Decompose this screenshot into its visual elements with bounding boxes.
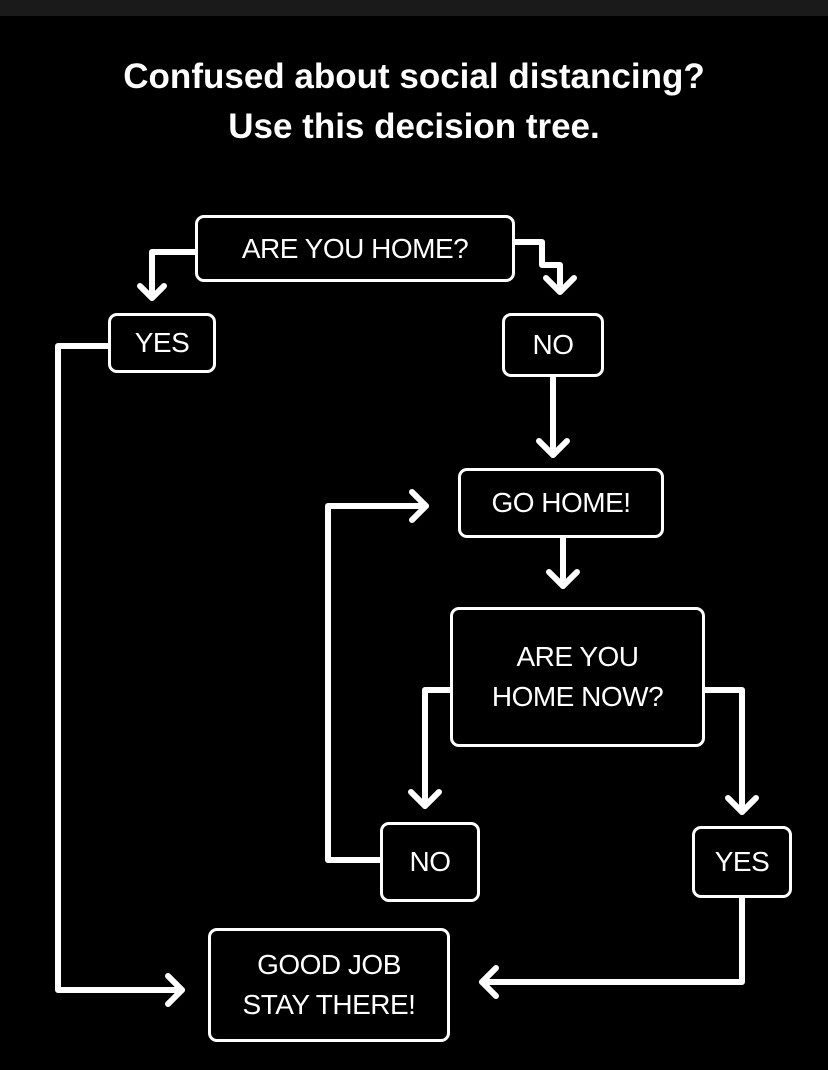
- answer-yes-2-label: YES: [714, 846, 770, 877]
- action-go-home: GO HOME!: [458, 468, 664, 538]
- answer-no-1-label: NO: [532, 329, 575, 360]
- decision-are-you-home-label: ARE YOU HOME?: [241, 232, 469, 264]
- top-strip: [0, 0, 828, 16]
- answer-yes-1: YES: [108, 313, 216, 373]
- action-go-home-label: GO HOME!: [491, 487, 631, 518]
- title-line-2: Use this decision tree.: [228, 107, 600, 146]
- decision-are-you-home-now-line2: HOME NOW?: [491, 681, 664, 712]
- answer-yes-2: YES: [692, 826, 792, 898]
- arrowhead-yes-2: [725, 795, 759, 815]
- arrowhead-homenow: [546, 569, 580, 589]
- page-title: Confused about social distancing? Use th…: [0, 52, 828, 152]
- result-good-job-line2: STAY THERE!: [242, 989, 416, 1020]
- arrowhead-goodjob-right: [479, 965, 499, 999]
- arrowhead-gohome-loop: [409, 489, 429, 523]
- arrowhead-yes-1: [137, 283, 167, 301]
- connector-homenow-to-yes: [702, 687, 745, 815]
- connector-no-to-gohome-loop: [325, 503, 429, 863]
- connector-home-to-no: [510, 239, 563, 293]
- answer-no-1: NO: [502, 313, 604, 377]
- decision-are-you-home-now-line1: ARE YOU: [516, 641, 639, 672]
- connector-yes-to-goodjob: [55, 343, 185, 993]
- arrowhead-no-2: [408, 789, 442, 809]
- arrowhead-goodjob-left: [165, 973, 185, 1007]
- arrowhead-gohome: [536, 438, 570, 458]
- result-good-job: GOOD JOB STAY THERE!: [208, 928, 450, 1042]
- decision-are-you-home: ARE YOU HOME?: [195, 215, 515, 282]
- answer-no-2: NO: [380, 822, 480, 902]
- answer-no-2-label: NO: [409, 846, 452, 877]
- connector-yes-to-goodjob: [479, 895, 745, 985]
- title-line-1: Confused about social distancing?: [123, 57, 705, 96]
- decision-are-you-home-now: ARE YOU HOME NOW?: [450, 607, 705, 747]
- connector-homenow-to-no: [422, 687, 455, 809]
- result-good-job-line1: GOOD JOB: [257, 949, 401, 980]
- arrowhead-no-1: [543, 275, 577, 295]
- answer-yes-1-label: YES: [134, 327, 190, 358]
- connector-home-to-yes: [149, 249, 200, 301]
